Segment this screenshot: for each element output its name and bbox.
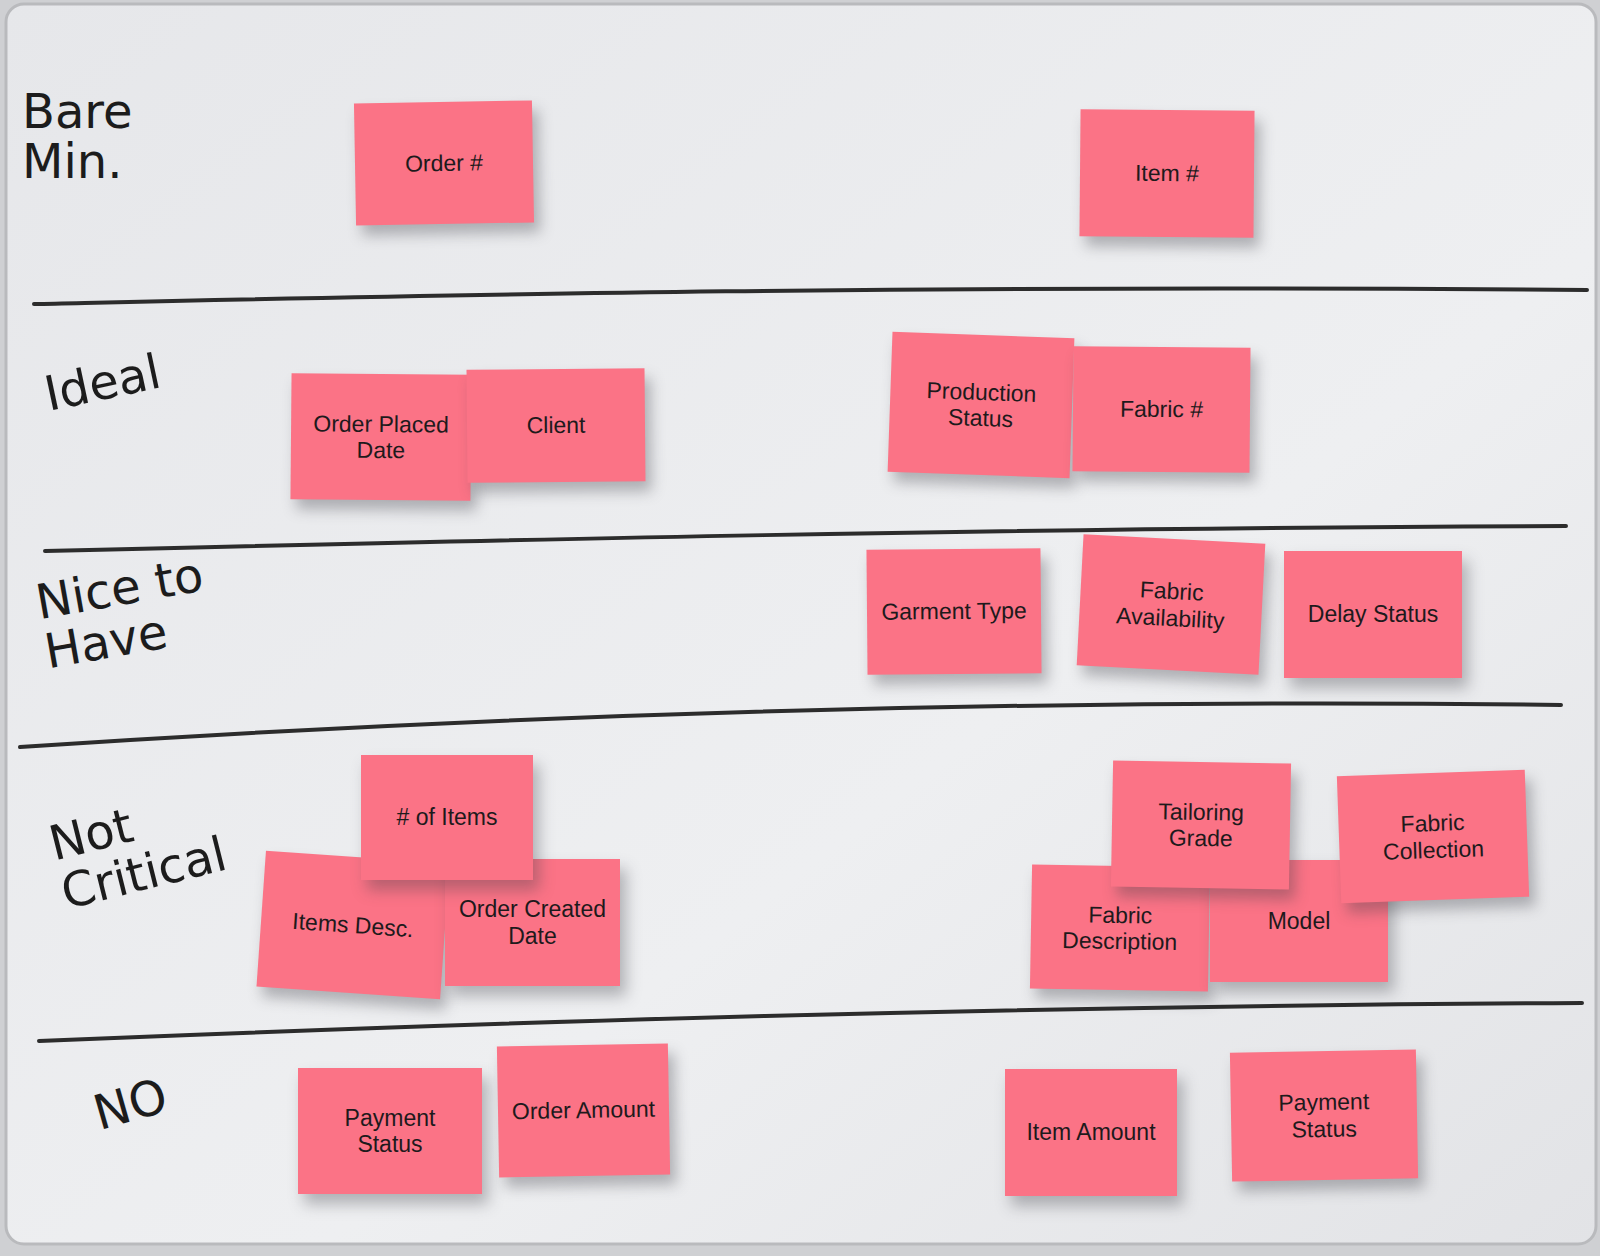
sticky-note: Order Amount	[497, 1044, 670, 1178]
sticky-note: Client	[467, 368, 646, 483]
row-label: Not Critical	[44, 776, 243, 917]
note-text: Items Desc.	[292, 908, 415, 943]
note-text: Order Created Date	[457, 896, 608, 949]
sticky-note: # of Items	[361, 755, 533, 880]
divider-line	[45, 526, 1566, 551]
sticky-note: Order Placed Date	[290, 373, 471, 501]
note-text: Order #	[405, 149, 483, 177]
sticky-note: Order #	[354, 100, 534, 225]
note-text: Delay Status	[1308, 601, 1438, 627]
note-text: Fabric #	[1120, 396, 1203, 423]
sticky-note: Production Status	[888, 332, 1075, 478]
note-text: Payment Status	[1243, 1088, 1406, 1144]
sticky-note: Garment Type	[866, 548, 1041, 675]
note-text: Client	[526, 412, 585, 439]
note-text: Fabric Description	[1043, 900, 1198, 956]
divider-line	[34, 288, 1587, 304]
row-label: Ideal	[40, 339, 197, 419]
note-text: Fabric Collection	[1350, 807, 1516, 866]
note-text: Fabric Availability	[1091, 574, 1252, 635]
row-label: NO	[88, 1060, 208, 1139]
sticky-note: Payment Status	[298, 1068, 482, 1194]
row-label: Bare Min.	[22, 86, 162, 187]
sticky-note: Fabric Availability	[1077, 534, 1266, 674]
note-text: Garment Type	[881, 598, 1027, 626]
note-text: Order Placed Date	[303, 410, 459, 464]
note-text: Item Amount	[1026, 1119, 1155, 1145]
note-text: # of Items	[397, 804, 498, 830]
sticky-note: Fabric Collection	[1337, 770, 1529, 903]
row-label: Nice to Have	[32, 547, 227, 678]
board-surface	[6, 4, 1596, 1244]
sticky-note: Item #	[1079, 109, 1254, 238]
divider-line	[20, 703, 1561, 747]
note-text: Production Status	[901, 376, 1061, 434]
note-text: Order Amount	[512, 1096, 656, 1125]
note-text: Tailoring Grade	[1124, 797, 1279, 853]
sticky-note: Tailoring Grade	[1111, 760, 1291, 889]
divider-line	[39, 1003, 1582, 1041]
sticky-note: Fabric #	[1072, 346, 1250, 473]
note-text: Payment Status	[310, 1105, 470, 1158]
note-text: Model	[1268, 908, 1331, 934]
note-text: Item #	[1135, 160, 1199, 187]
sticky-note: Payment Status	[1230, 1049, 1418, 1181]
sticky-note: Delay Status	[1284, 551, 1462, 678]
sticky-note: Item Amount	[1005, 1069, 1177, 1196]
